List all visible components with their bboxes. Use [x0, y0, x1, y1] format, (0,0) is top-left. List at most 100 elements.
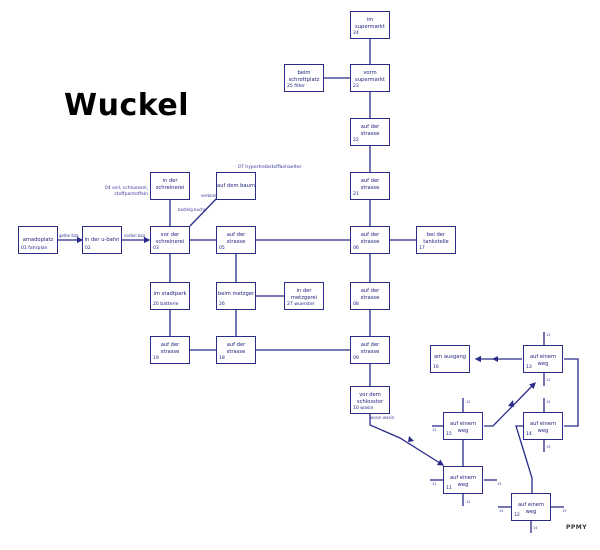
node-label: bei der tankstelle	[423, 232, 449, 245]
signature: PPMY	[566, 524, 588, 531]
stub-label: 15	[562, 509, 567, 513]
edge-label-ubahn-schreinerei: vorbei bzg	[124, 233, 146, 238]
node-number: 27 wuerstel	[287, 302, 314, 307]
node-number: 10 wasin	[353, 406, 374, 411]
node-number: 24	[353, 31, 359, 36]
node-label: auf der strasse	[360, 232, 380, 245]
node-label: auf der strasse	[360, 124, 380, 137]
node-schlosstor[interactable]: vor dem schlosstor 10 wasin	[350, 386, 390, 414]
node-weg11[interactable]: auf einem weg 11	[443, 466, 483, 494]
node-number: 09	[353, 356, 359, 361]
stub-label: 15	[546, 400, 551, 404]
node-label: beim metzger	[217, 291, 255, 297]
node-label: beim schrottplatz	[288, 70, 320, 83]
annotation-schreinerei-items: 04 seil, schluessel, stoffpantoffeln	[104, 186, 148, 197]
node-strasse06[interactable]: auf der strasse 06	[350, 226, 390, 254]
node-label: auf der strasse	[360, 342, 380, 355]
node-number: 22	[353, 138, 359, 143]
stub-label: 14	[533, 526, 538, 530]
node-metzger[interactable]: beim metzger 26	[216, 282, 256, 310]
node-strasse18[interactable]: auf der strasse 18	[216, 336, 256, 364]
node-strasse08[interactable]: auf der strasse 08	[350, 282, 390, 310]
node-label: im stadtpark	[153, 291, 187, 297]
node-number: 02	[85, 246, 91, 251]
stub-label: 15	[497, 482, 502, 486]
node-baum[interactable]: auf dem baum	[216, 172, 256, 200]
node-label: auf der strasse	[360, 288, 380, 301]
node-label: auf der strasse	[226, 232, 246, 245]
node-weg13[interactable]: auf einem weg 13	[523, 345, 563, 373]
node-number: 08	[353, 302, 359, 307]
node-number: 14	[526, 432, 532, 437]
node-number: 19	[153, 356, 159, 361]
stub-label: 11	[546, 378, 551, 382]
node-number: 03	[153, 246, 159, 251]
node-strasse22[interactable]: auf der strasse 22	[350, 118, 390, 146]
node-number: 23	[353, 84, 359, 89]
node-strasse21[interactable]: auf der strasse 21	[350, 172, 390, 200]
edge-weg13-weg14	[564, 358, 579, 427]
node-label: amadoplatz	[22, 237, 54, 243]
node-tankstelle[interactable]: bei der tankstelle 17	[416, 226, 456, 254]
node-weg14[interactable]: auf einem weg 14	[523, 412, 563, 440]
node-label: in der metzgerei	[290, 288, 318, 301]
node-ubahn[interactable]: in der u-bahn 02	[82, 226, 122, 254]
node-number: 21	[353, 192, 359, 197]
node-number: 01 fahrplan	[21, 246, 48, 251]
node-strasse09[interactable]: auf der strasse 09	[350, 336, 390, 364]
node-label: auf einem weg	[529, 421, 557, 434]
edge-label-schreinerei-baum: bastelg buche	[178, 207, 207, 212]
node-weg12[interactable]: auf einem weg 12	[511, 493, 551, 521]
node-number: 15	[446, 432, 452, 437]
node-number: 26	[219, 302, 225, 307]
stub-label: 12	[546, 333, 551, 337]
annotation-baum-item: 07 hypertreibstoffbehaelter	[238, 165, 302, 170]
node-label: in der schreinerei	[155, 178, 185, 191]
node-schrottplatz[interactable]: beim schrottplatz 25 filter	[284, 64, 324, 92]
node-im-supermarkt[interactable]: im supermarkt 24	[350, 11, 390, 39]
node-in-metzgerei[interactable]: in der metzgerei 27 wuerstel	[284, 282, 324, 310]
node-label: auf einem weg	[449, 421, 477, 434]
node-label: vorm supermarkt	[355, 70, 385, 83]
node-stadtpark[interactable]: im stadtpark 20 batterie	[150, 282, 190, 310]
node-number: 11	[446, 486, 452, 491]
node-number: 18	[219, 356, 225, 361]
node-number: 20 batterie	[153, 302, 179, 307]
node-label: auf einem weg	[517, 502, 545, 515]
node-number: 05	[219, 246, 225, 251]
node-number: 13	[526, 365, 532, 370]
node-amadoplatz[interactable]: amadoplatz 01 fahrplan	[18, 226, 58, 254]
node-in-schreinerei[interactable]: in der schreinerei	[150, 172, 190, 200]
node-ausgang[interactable]: am ausgang 16	[430, 345, 470, 373]
stub-label: 12	[466, 400, 471, 404]
edge-label-schlosstor-out: wasin wasin	[370, 415, 395, 420]
stub-label: 15	[546, 445, 551, 449]
node-number: 12	[514, 513, 520, 518]
stub-label: 12	[432, 428, 437, 432]
node-number: 25 filter	[287, 84, 305, 89]
node-label: auf dem baum	[217, 183, 255, 189]
node-strasse19[interactable]: auf der strasse 19	[150, 336, 190, 364]
stub-label: 12	[432, 482, 437, 486]
diagram-title: Wuckel	[64, 88, 190, 123]
node-label: auf einem weg	[529, 354, 557, 367]
edge-weg15-weg13	[484, 382, 536, 427]
edge-schreinerei-baum	[189, 196, 219, 227]
node-weg15[interactable]: auf einem weg 15	[443, 412, 483, 440]
node-label: auf der strasse	[160, 342, 180, 355]
node-number: 06	[353, 246, 359, 251]
node-number: 16	[433, 365, 439, 370]
node-number: 17	[419, 246, 425, 251]
node-label: auf der strasse	[360, 178, 380, 191]
node-label: am ausgang	[433, 354, 467, 360]
node-label: vor dem schlosstor	[356, 392, 384, 405]
node-label: im supermarkt	[355, 17, 385, 30]
edge-weg14-weg12	[515, 425, 533, 494]
node-strasse05[interactable]: auf der strasse 05	[216, 226, 256, 254]
node-vor-schreinerei[interactable]: vor der schreinerei 03	[150, 226, 190, 254]
node-label: vor der schreinerei	[155, 232, 185, 245]
edge-label-baum-side: verbose	[201, 193, 218, 198]
edge-label-amado-ubahn: gelbe bzg	[59, 233, 79, 238]
node-vorm-supermarkt[interactable]: vorm supermarkt 23	[350, 64, 390, 92]
